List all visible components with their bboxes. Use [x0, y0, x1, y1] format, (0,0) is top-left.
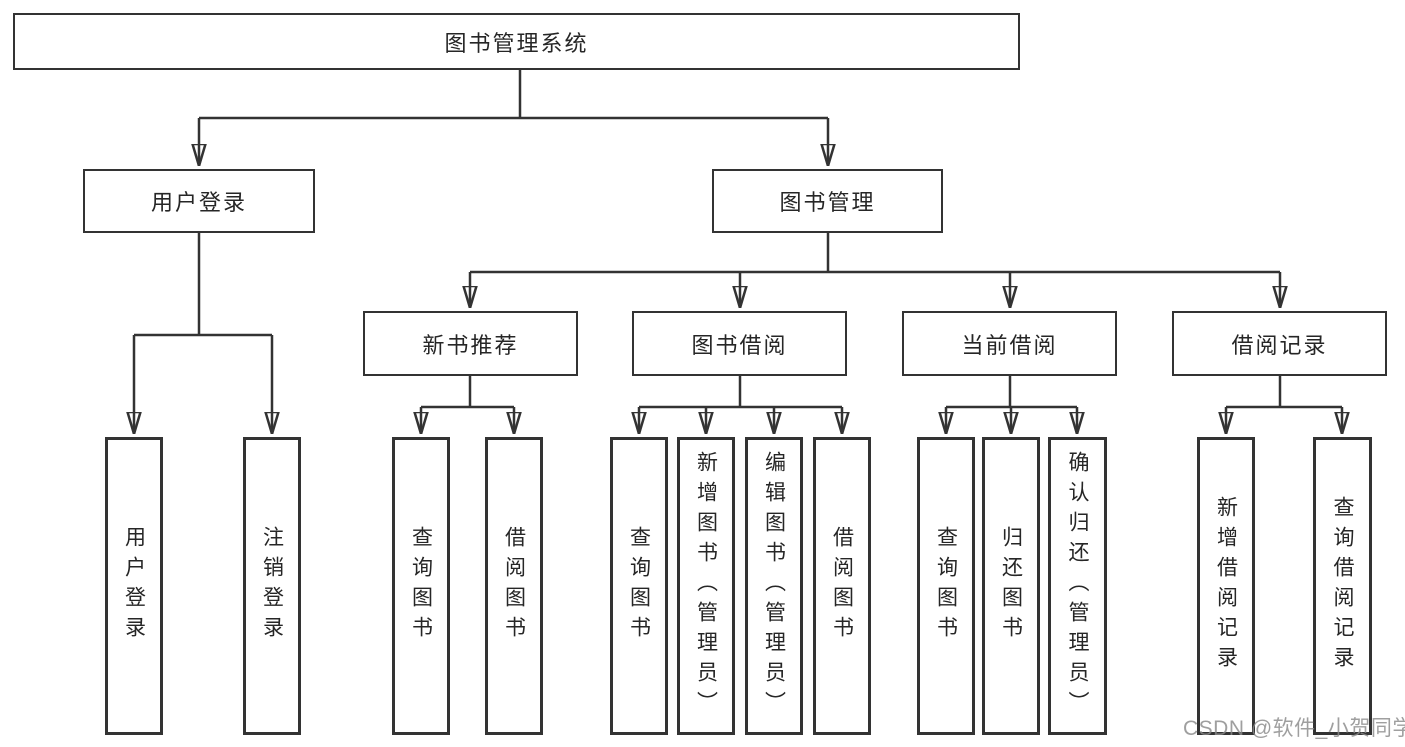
node-borrow-records-label: 借阅记录	[1231, 332, 1328, 358]
node-leaf-query-book-current: 查询图书	[917, 437, 975, 735]
node-leaf-query-book-rec: 查询图书	[392, 437, 450, 735]
node-leaf-add-borrow-record-label: 新增借阅记录	[1214, 496, 1238, 676]
node-leaf-confirm-return: 确认归还（管理员）	[1048, 437, 1107, 735]
node-book-mgmt: 图书管理	[712, 169, 943, 233]
node-user-login-label: 用户登录	[150, 190, 247, 215]
node-leaf-edit-book: 编辑图书（管理员）	[745, 437, 803, 735]
node-leaf-query-book-borrow: 查询图书	[610, 437, 668, 735]
node-leaf-query-borrow-record: 查询借阅记录	[1313, 437, 1372, 735]
node-leaf-return-book-label: 归还图书	[999, 526, 1023, 646]
node-root: 图书管理系统	[13, 13, 1020, 70]
node-leaf-confirm-return-label: 确认归还（管理员）	[1066, 451, 1089, 721]
node-leaf-edit-book-label: 编辑图书（管理员）	[762, 451, 786, 721]
node-new-book-rec-label: 新书推荐	[422, 332, 519, 358]
node-book-mgmt-label: 图书管理	[779, 190, 876, 215]
node-leaf-add-borrow-record: 新增借阅记录	[1197, 437, 1255, 735]
node-leaf-borrow-book-label: 借阅图书	[830, 526, 854, 646]
node-user-login: 用户登录	[83, 169, 315, 233]
node-leaf-user-login-label: 用户登录	[122, 526, 146, 646]
node-leaf-borrow-book-rec: 借阅图书	[485, 437, 543, 735]
node-root-label: 图书管理系统	[444, 30, 589, 56]
node-leaf-query-borrow-record-label: 查询借阅记录	[1331, 496, 1354, 676]
watermark-text: CSDN @软件_小贺同学	[1183, 717, 1405, 740]
node-leaf-query-book-borrow-label: 查询图书	[627, 526, 651, 646]
node-book-borrow: 图书借阅	[632, 311, 847, 376]
node-leaf-add-book: 新增图书（管理员）	[677, 437, 735, 735]
node-borrow-records: 借阅记录	[1172, 311, 1387, 376]
node-leaf-logout-label: 注销登录	[260, 526, 284, 646]
node-current-borrow: 当前借阅	[902, 311, 1117, 376]
node-current-borrow-label: 当前借阅	[961, 332, 1058, 358]
node-leaf-return-book: 归还图书	[982, 437, 1040, 735]
node-new-book-rec: 新书推荐	[363, 311, 578, 376]
node-leaf-borrow-book-rec-label: 借阅图书	[502, 526, 526, 646]
node-leaf-borrow-book: 借阅图书	[813, 437, 871, 735]
node-leaf-logout: 注销登录	[243, 437, 301, 735]
node-leaf-query-book-current-label: 查询图书	[934, 526, 958, 646]
node-leaf-query-book-rec-label: 查询图书	[409, 526, 433, 646]
node-leaf-add-book-label: 新增图书（管理员）	[694, 451, 718, 721]
node-book-borrow-label: 图书借阅	[691, 332, 788, 358]
node-leaf-user-login: 用户登录	[105, 437, 163, 735]
